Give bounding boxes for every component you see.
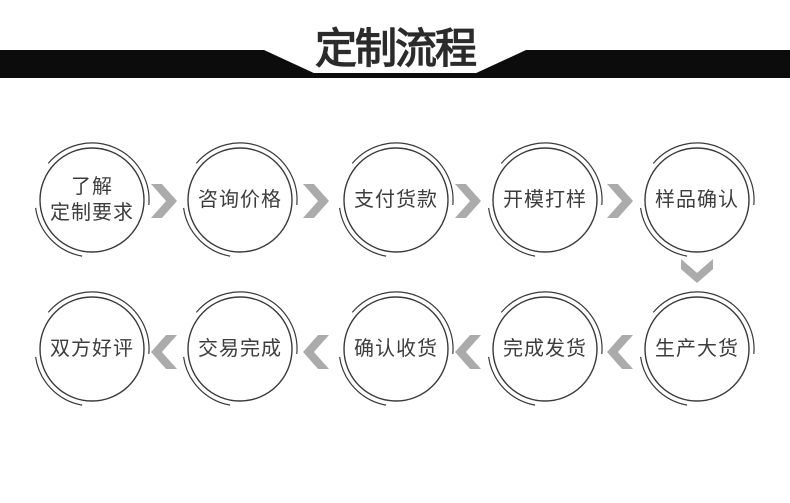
flow-step-label: 交易完成 <box>198 338 282 360</box>
chevron-down-icon <box>681 259 713 283</box>
flow-step-10: 双方好评 <box>32 289 152 409</box>
flow-step-label: 生产大货 <box>655 338 739 360</box>
circle-outline-icon <box>339 291 454 406</box>
header-notch-shape <box>264 50 526 73</box>
circle-outline-icon <box>488 142 603 257</box>
flow-step-label: 完成发货 <box>503 338 587 360</box>
circle-outline-icon <box>640 142 755 257</box>
flow-step-label: 了解 定制要求 <box>50 176 134 224</box>
flow-step-2: 咨询价格 <box>180 140 300 260</box>
flow-step-label: 咨询价格 <box>198 189 282 211</box>
circle-outline-icon <box>35 142 150 257</box>
circle-outline-icon <box>183 142 298 257</box>
flow-step-6: 生产大货 <box>637 289 757 409</box>
flow-step-7: 完成发货 <box>485 289 605 409</box>
flow-step-label: 开模打样 <box>503 189 587 211</box>
chevron-left-icon <box>151 335 177 369</box>
flow-step-3: 支付货款 <box>336 140 456 260</box>
flow-step-label: 双方好评 <box>50 338 134 360</box>
chevron-right-icon <box>607 184 633 218</box>
page-title: 定制流程 <box>314 25 477 72</box>
circle-outline-icon <box>640 291 755 406</box>
circle-outline-icon <box>339 142 454 257</box>
circle-outline-icon <box>488 291 603 406</box>
flow-step-label: 确认收货 <box>354 338 438 360</box>
chevron-left-icon <box>303 335 329 369</box>
flow-step-1: 了解 定制要求 <box>32 140 152 260</box>
chevron-left-icon <box>607 335 633 369</box>
chevron-right-icon <box>303 184 329 218</box>
circle-outline-icon <box>183 291 298 406</box>
chevron-right-icon <box>455 184 481 218</box>
flow-step-9: 交易完成 <box>180 289 300 409</box>
flow-step-4: 开模打样 <box>485 140 605 260</box>
chevron-left-icon <box>455 335 481 369</box>
circle-outline-icon <box>35 291 150 406</box>
flow-step-8: 确认收货 <box>336 289 456 409</box>
chevron-right-icon <box>151 184 177 218</box>
flow-step-label: 支付货款 <box>354 189 438 211</box>
flow-step-label: 样品确认 <box>655 189 739 211</box>
flow-step-5: 样品确认 <box>637 140 757 260</box>
